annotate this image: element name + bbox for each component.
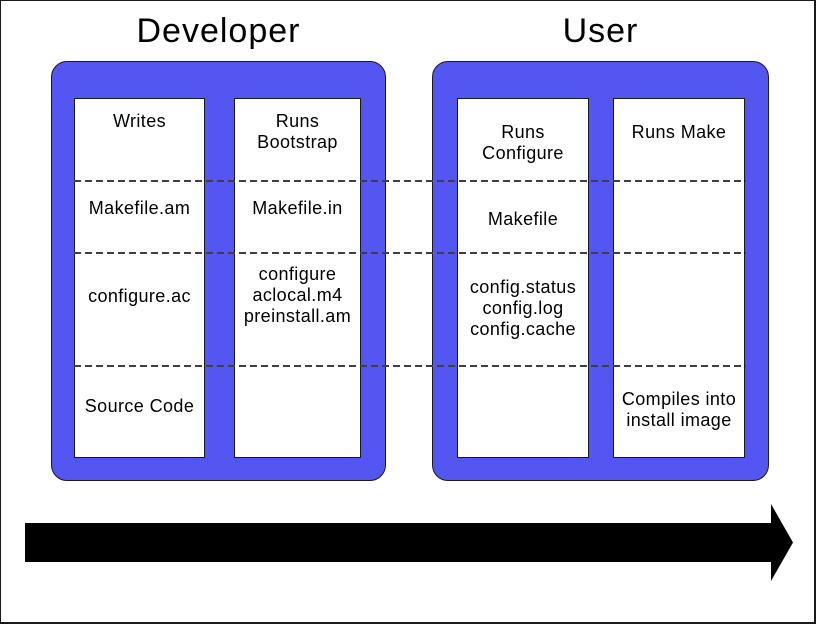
dashed-separator-2 <box>74 252 746 254</box>
cell-makefile: Makefile <box>487 209 559 229</box>
cell-empty <box>614 253 744 366</box>
cell-configure-aclocal-preinstall: configure aclocal.m4 preinstall.am <box>243 264 352 326</box>
developer-bootstrap-column: Runs Bootstrap Makefile.in configure acl… <box>234 98 361 458</box>
cell-compiles-into-install-image: Compiles into install image <box>621 389 737 430</box>
cell-writes: Writes <box>112 111 167 131</box>
developer-writes-column: Writes Makefile.am configure.ac Source C… <box>74 98 205 458</box>
cell-configure-ac: configure.ac <box>88 286 191 306</box>
developer-lane-title: Developer <box>136 12 301 50</box>
user-lane-title: User <box>562 12 639 50</box>
cell-makefile-in: Makefile.in <box>252 198 343 218</box>
cell-makefile-am: Makefile.am <box>88 198 191 218</box>
dashed-separator-3 <box>74 365 746 367</box>
cell-empty <box>235 366 360 457</box>
cell-source-code: Source Code <box>84 396 195 416</box>
dashed-separator-1 <box>74 180 746 182</box>
cell-runs-bootstrap: Runs Bootstrap <box>257 111 338 152</box>
cell-runs-configure: Runs Configure <box>482 122 564 163</box>
cell-empty <box>614 181 744 253</box>
user-make-column: Runs Make Compiles into install image <box>613 98 745 458</box>
cell-empty <box>458 366 588 457</box>
flow-arrow-icon <box>25 504 793 581</box>
flow-arrow-shape <box>25 504 793 581</box>
cell-config-outputs: config.status config.log config.cache <box>469 277 577 339</box>
cell-runs-make: Runs Make <box>631 122 727 142</box>
user-configure-column: Runs Configure Makefile config.status co… <box>457 98 589 458</box>
